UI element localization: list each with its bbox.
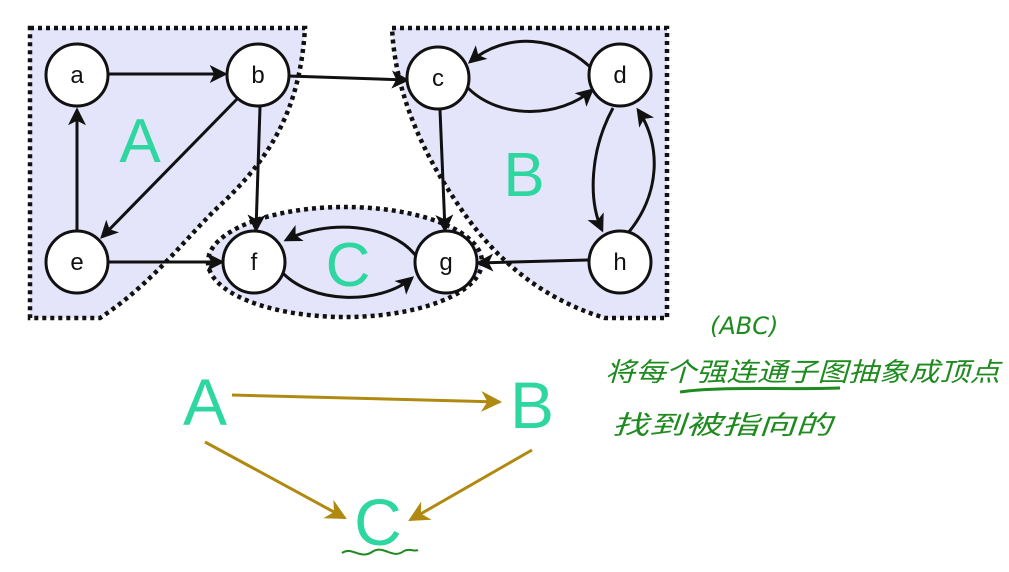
dag-edge-a-c: [204, 440, 347, 520]
node-c: c: [405, 45, 471, 111]
node-b: b: [225, 42, 291, 108]
node-c-label: c: [432, 65, 444, 92]
edge-b-e: [100, 95, 241, 239]
node-b-label: b: [251, 62, 264, 89]
edge-d-c: [467, 39, 597, 74]
edge-h-d: [626, 107, 656, 234]
edge-b-f: [247, 106, 266, 233]
dag-node-b: B: [510, 368, 554, 442]
condensation-edges: [204, 391, 533, 522]
edge-c-d: [466, 86, 595, 113]
graph-edges: [68, 39, 656, 299]
node-d-label: d: [613, 62, 626, 89]
node-g: g: [413, 229, 479, 295]
edge-d-h: [587, 107, 615, 233]
dag-node-c: C: [354, 485, 402, 559]
node-g-label: g: [439, 249, 452, 276]
node-e: e: [44, 229, 110, 295]
component-label-c: C: [326, 231, 371, 300]
note-line-2: 将每个强连通子图抽象成顶点: [605, 358, 1003, 388]
component-label-a: A: [119, 107, 161, 176]
note-underline: [679, 386, 841, 394]
dag-edge-b-c: [408, 448, 533, 522]
note-line-3: 找到被指向的: [612, 411, 836, 441]
node-e-label: e: [70, 249, 83, 276]
edge-c-g: [435, 109, 454, 233]
node-f-label: f: [251, 249, 258, 276]
edge-b-c: [287, 70, 410, 89]
dag-node-a: A: [183, 365, 227, 439]
dag-edge-a-b: [231, 391, 503, 413]
note-line-1: (ABC): [710, 312, 778, 340]
node-a: a: [44, 42, 110, 108]
edge-f-g: [278, 269, 415, 299]
component-label-b: B: [503, 141, 544, 210]
node-a-label: a: [70, 62, 84, 89]
node-d: d: [587, 42, 653, 108]
node-f: f: [221, 229, 287, 295]
node-h: h: [587, 229, 653, 295]
dag-node-c-underline: [341, 548, 419, 556]
edge-h-g: [475, 253, 589, 272]
edge-g-f: [283, 225, 418, 257]
node-h-label: h: [613, 249, 626, 276]
